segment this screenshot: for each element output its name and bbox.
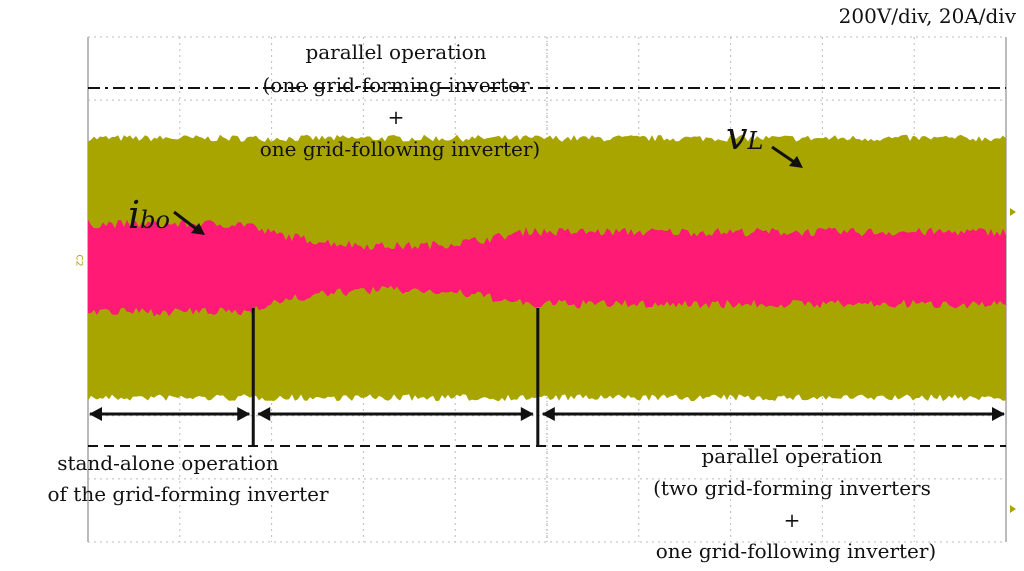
stage-1-arrow-head-right: [237, 407, 251, 421]
stage-2-arrow-head-left: [257, 407, 271, 421]
voltage-signal-label: vL: [726, 117, 763, 155]
ibo-pointer-shaft: [173, 210, 200, 233]
trigger-marker: [1010, 208, 1016, 216]
series-ibo-envelope: [88, 219, 1006, 317]
bottom-right-annotation-line-2: (two grid-forming inverters: [653, 476, 931, 500]
voltage-subscript: L: [747, 127, 764, 155]
channel-marker: C2: [73, 254, 84, 267]
stage-1-arrow-head-left: [89, 407, 102, 421]
top-annotation-line-4: one grid-following inverter): [259, 137, 541, 161]
bottom-left-annotation-line-1: stand-alone operation: [57, 451, 279, 475]
stage-2-arrow-head-right: [520, 407, 534, 421]
current-signal-label: ibo: [128, 196, 170, 234]
stage-3-arrow-head-left: [541, 407, 555, 421]
stage-3-arrow-head-right: [992, 407, 1005, 421]
waveforms: [88, 134, 1016, 513]
bottom-right-annotation-line-1: parallel operation: [701, 444, 883, 468]
top-annotation-line-1: parallel operation: [305, 40, 487, 64]
ibo-pointer-head: [191, 223, 205, 235]
vL-pointer-shaft: [771, 145, 798, 166]
top-annotation-line-2: (one grid-forming inverter: [262, 73, 530, 97]
current-symbol: i: [128, 193, 141, 237]
right-marker: [1010, 505, 1016, 513]
bottom-left-annotation-line-2: of the grid-forming inverter: [47, 482, 329, 506]
vL-pointer-head: [789, 156, 803, 168]
voltage-symbol: v: [726, 114, 748, 158]
current-subscript: bo: [140, 206, 170, 234]
bottom-right-annotation-line-3: +: [783, 508, 801, 532]
bottom-right-annotation-line-4: one grid-following inverter): [655, 539, 937, 563]
top-annotation-line-3: +: [387, 105, 405, 129]
annotation-lines: [88, 87, 1006, 447]
scale-label: 200V/div, 20A/div: [838, 4, 1016, 28]
